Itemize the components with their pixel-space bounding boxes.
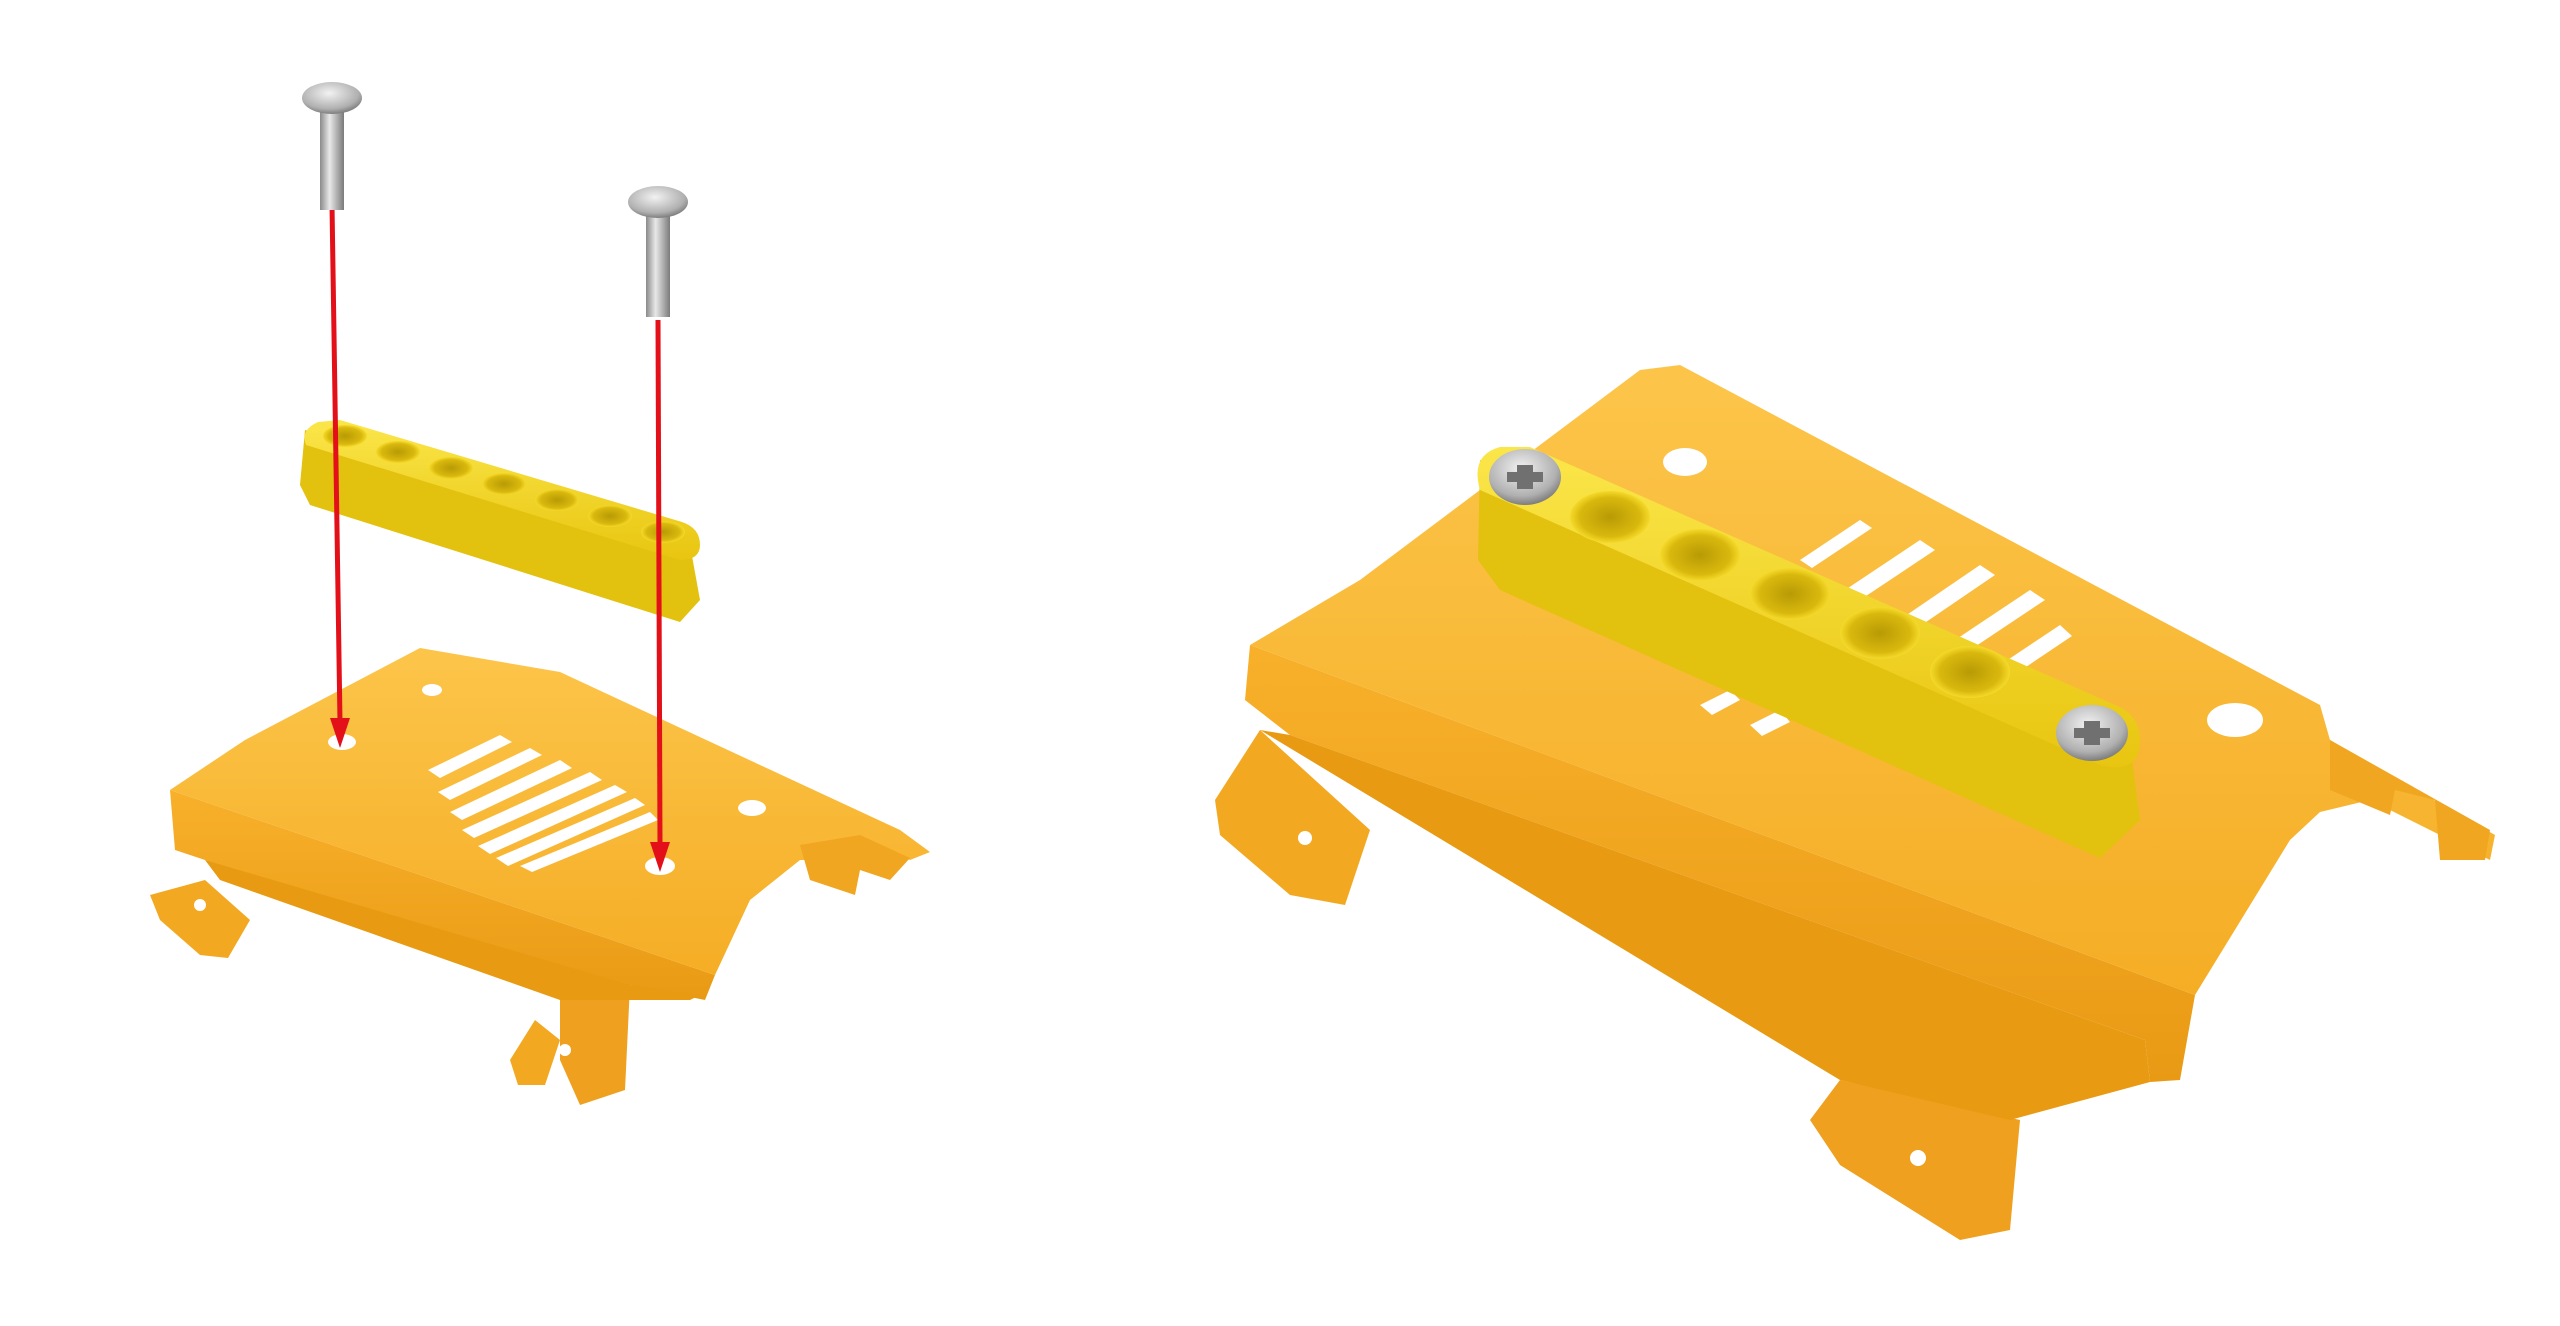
beam-holes xyxy=(1570,491,2010,698)
screw-shaft xyxy=(320,108,344,210)
mounting-plate-right xyxy=(1215,365,2495,1240)
plate-top-face xyxy=(170,648,930,975)
plate-leg xyxy=(510,1020,560,1085)
lift-arm-beam-right xyxy=(1477,447,2140,858)
lift-arm-beam-left xyxy=(300,420,700,622)
screw-left-1 xyxy=(302,82,362,210)
plate-front-face xyxy=(1245,645,2195,1082)
plate-front-face xyxy=(170,790,715,1000)
plate-front-shadow xyxy=(1260,730,2150,1120)
screw-head-right-2 xyxy=(2056,705,2128,761)
plate-flange xyxy=(800,835,910,895)
exploded-view xyxy=(150,82,930,1105)
screw-shaft xyxy=(646,212,670,317)
mounting-plate-left xyxy=(150,648,930,1105)
arrow-head xyxy=(330,718,350,748)
beam-holes xyxy=(323,425,685,543)
screw-left-2 xyxy=(628,186,688,317)
plate-hole xyxy=(2207,703,2263,737)
plate-leg xyxy=(150,880,250,958)
plate-hole xyxy=(1663,448,1707,476)
screw-head xyxy=(302,82,362,114)
assembled-view xyxy=(1215,365,2495,1240)
screw-head xyxy=(628,186,688,218)
leg-hole xyxy=(1298,831,1312,845)
arrow-line xyxy=(655,319,663,846)
leg-hole xyxy=(194,899,206,911)
leg-hole xyxy=(1910,1150,1926,1166)
plate-flange xyxy=(2330,740,2490,860)
vent-slots xyxy=(428,735,658,872)
leg-hole xyxy=(559,1044,571,1056)
plate-hole xyxy=(422,684,442,696)
beam-side xyxy=(300,430,700,622)
plate-hole xyxy=(738,800,766,816)
screw-head-right-1 xyxy=(1489,449,1561,505)
plate-leg xyxy=(1215,730,1370,905)
arrow-line xyxy=(329,204,343,723)
arrow-head xyxy=(650,842,670,872)
insertion-arrows xyxy=(329,204,670,872)
